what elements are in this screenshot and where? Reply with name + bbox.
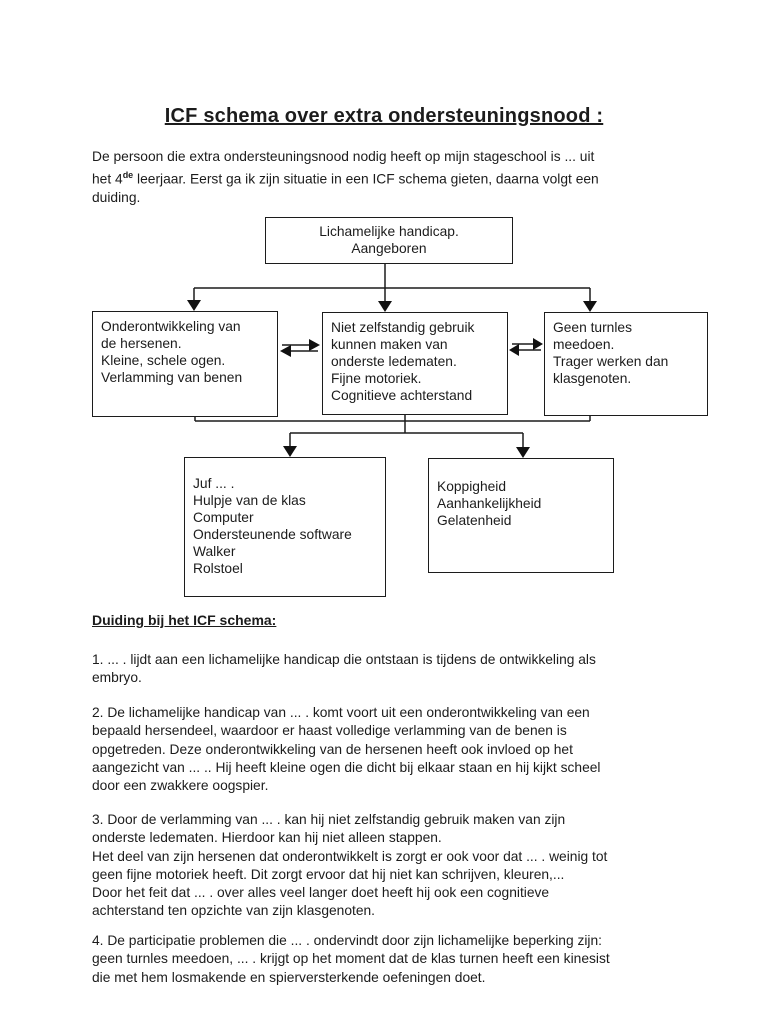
- diagram-box-bottom-right: Koppigheid Aanhankelijkheid Gelatenheid: [428, 458, 614, 573]
- text-line: 2. De lichamelijke handicap van ... . ko…: [92, 705, 590, 720]
- arrow-down-icon: [516, 447, 530, 458]
- paragraph-3: 3. Door de verlamming van ... . kan hij …: [92, 811, 607, 921]
- text-line: De persoon die extra ondersteuningsnood …: [92, 149, 595, 164]
- paragraph-1: 1. ... . lijdt aan een lichamelijke hand…: [92, 651, 596, 688]
- paragraph-2: 2. De lichamelijke handicap van ... . ko…: [92, 704, 600, 795]
- intro-paragraph: De persoon die extra ondersteuningsnood …: [92, 148, 599, 207]
- box-text-line: Lichamelijke handicap.: [319, 224, 459, 239]
- box-text-line: Rolstoel: [193, 561, 243, 576]
- text-line: 4. De participatie problemen die ... . o…: [92, 933, 602, 948]
- text-segment: leerjaar. Eerst ga ik zijn situatie in e…: [133, 171, 599, 187]
- box-text-line: Niet zelfstandig gebruik: [331, 320, 475, 335]
- box-text-line: Geen turnles: [553, 320, 632, 335]
- text-line: door een zwakkere oogspier.: [92, 778, 269, 794]
- text-line: Door het feit dat ... . over alles veel …: [92, 885, 550, 901]
- box-text-line: Trager werken dan: [553, 354, 669, 369]
- arrow-right-icon: [533, 338, 543, 350]
- arrow-down-icon: [283, 446, 297, 457]
- arrow-down-icon: [187, 300, 201, 311]
- text-line: 3. Door de verlamming van ... . kan hij …: [92, 812, 566, 827]
- box-text-line: Gelatenheid: [437, 513, 512, 528]
- text-line: aangezicht van ... .. Hij heeft kleine o…: [92, 759, 601, 775]
- box-text-line: Aangeboren: [351, 241, 427, 256]
- text-line: onderste ledematen. Hierdoor kan hij nie…: [92, 830, 442, 846]
- diagram-box-bottom-left: Juf ... . Hulpje van de klas Computer On…: [184, 457, 386, 597]
- text-line: Het deel van zijn hersenen dat onderontw…: [92, 848, 608, 864]
- text-line: die met hem losmakende en spierversterke…: [92, 969, 486, 985]
- box-text-line: Aanhankelijkheid: [437, 496, 542, 511]
- text-line: geen fijne motoriek heeft. Dit zorgt erv…: [92, 866, 565, 882]
- box-text-line: klasgenoten.: [553, 371, 632, 386]
- text-line: 1. ... . lijdt aan een lichamelijke hand…: [92, 652, 596, 667]
- box-text-line: Computer: [193, 510, 254, 525]
- text-line: bepaald hersendeel, waardoor er haast vo…: [92, 723, 567, 739]
- page-title: ICF schema over extra ondersteuningsnood…: [164, 105, 604, 127]
- arrow-down-icon: [378, 301, 392, 312]
- box-text-line: Cognitieve achterstand: [331, 388, 473, 403]
- text-line: het 4de leerjaar. Eerst ga ik zijn situa…: [92, 166, 599, 189]
- arrow-left-icon: [509, 344, 519, 356]
- box-text-line: meedoen.: [553, 337, 615, 352]
- box-text-line: de hersenen.: [101, 336, 182, 351]
- section-heading: Duiding bij het ICF schema:: [92, 612, 277, 628]
- paragraph-4: 4. De participatie problemen die ... . o…: [92, 932, 610, 987]
- box-text-line: Walker: [193, 544, 236, 559]
- diagram-box-middle: Niet zelfstandig gebruik kunnen maken va…: [322, 312, 508, 415]
- diagram-box-left: Onderontwikkeling van de hersenen. Klein…: [92, 311, 278, 417]
- box-text-line: Kleine, schele ogen.: [101, 353, 226, 368]
- box-text-line: Verlamming van benen: [101, 370, 243, 385]
- box-text-line: Ondersteunende software: [193, 527, 352, 542]
- box-text-line: Koppigheid: [437, 479, 507, 494]
- box-text-line: Juf ... .: [193, 476, 235, 491]
- box-text-line: Fijne motoriek.: [331, 371, 422, 386]
- box-text-line: Onderontwikkeling van: [101, 319, 241, 334]
- text-line: opgetreden. Deze onderontwikkeling van d…: [92, 741, 573, 757]
- text-line: geen turnles meedoen, ... . krijgt op he…: [92, 951, 610, 967]
- diagram-box-right: Geen turnles meedoen. Trager werken dan …: [544, 312, 708, 416]
- box-text-line: Hulpje van de klas: [193, 493, 306, 508]
- text-line: duiding.: [92, 190, 141, 206]
- box-text-line: kunnen maken van: [331, 337, 448, 352]
- diagram-box-top: Lichamelijke handicap. Aangeboren: [265, 217, 513, 264]
- arrow-right-icon: [309, 339, 320, 351]
- text-line: embryo.: [92, 670, 142, 686]
- box-text-line: onderste ledematen.: [331, 354, 457, 369]
- superscript-grade: de: [122, 170, 134, 181]
- arrow-down-icon: [583, 301, 597, 312]
- text-line: achterstand ten opzichte van zijn klasge…: [92, 903, 376, 919]
- text-segment: het 4: [92, 171, 123, 187]
- arrow-left-icon: [280, 345, 291, 357]
